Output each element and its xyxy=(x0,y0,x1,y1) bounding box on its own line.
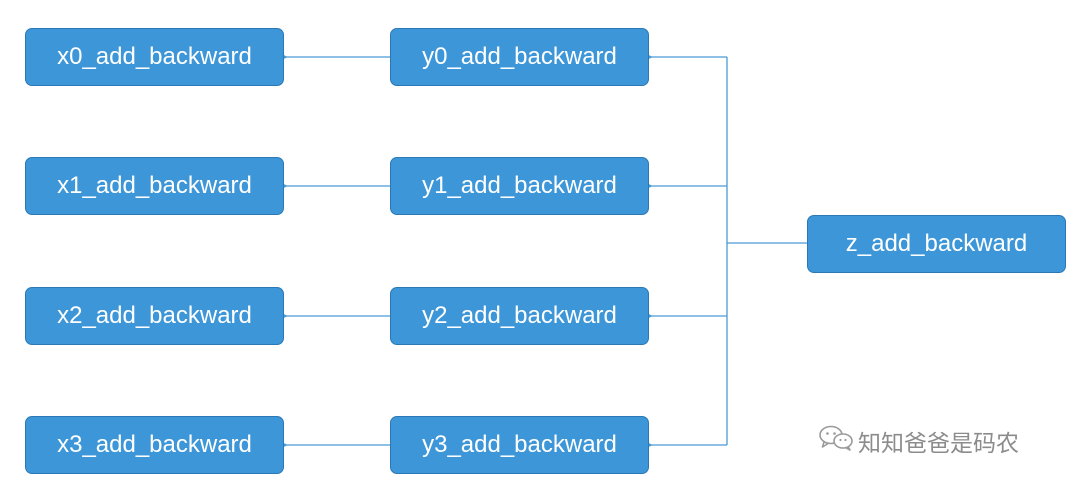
node-x2-add-backward: x2_add_backward xyxy=(25,287,284,345)
node-x0-add-backward: x0_add_backward xyxy=(25,28,284,86)
node-z-add-backward: z_add_backward xyxy=(807,215,1066,273)
node-y2-add-backward: y2_add_backward xyxy=(390,287,649,345)
watermark-text: 知知爸爸是码农 xyxy=(858,431,1019,457)
node-y0-add-backward: y0_add_backward xyxy=(390,28,649,86)
node-y3-add-backward: y3_add_backward xyxy=(390,416,649,474)
node-y1-add-backward: y1_add_backward xyxy=(390,157,649,215)
node-x1-add-backward: x1_add_backward xyxy=(25,157,284,215)
node-x3-add-backward: x3_add_backward xyxy=(25,416,284,474)
watermark: 知知爸爸是码农 xyxy=(818,424,1019,458)
wechat-icon xyxy=(818,424,854,458)
